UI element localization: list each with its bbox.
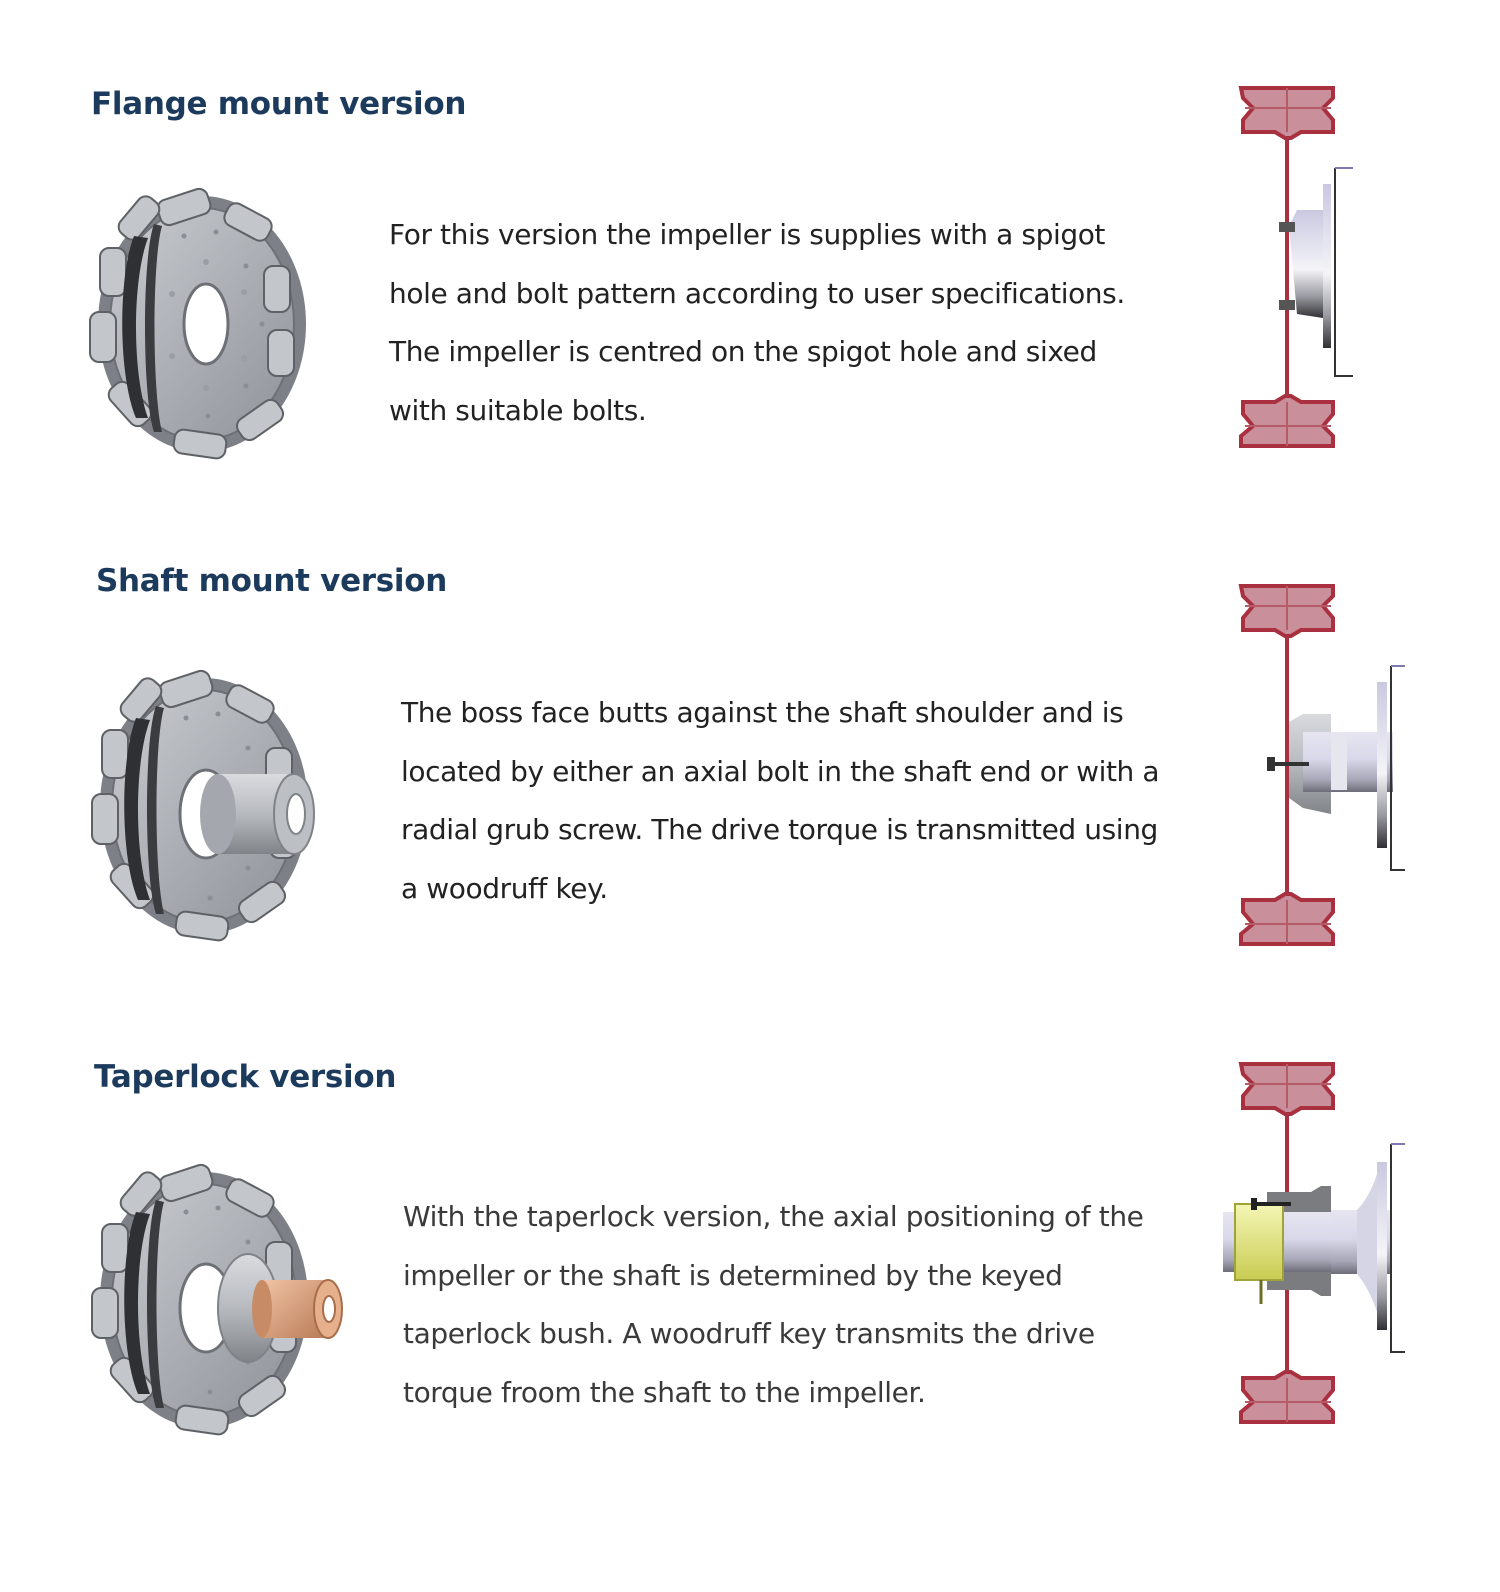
section-title-shaft-mount: Shaft mount version (96, 563, 448, 599)
taperlock-cross-section-icon (1223, 1062, 1405, 1424)
shaft-mount-description: The boss face butts against the shaft sh… (401, 696, 1160, 905)
flange-mount-description: For this version the impeller is supplie… (389, 218, 1125, 427)
shaft-impeller-3d-icon (91, 667, 315, 943)
shaft-mount-cross-section-icon (1239, 584, 1405, 946)
section-title-taperlock: Taperlock version (94, 1059, 397, 1095)
taperlock-description: With the taperlock version, the axial po… (403, 1200, 1144, 1409)
taperlock-impeller-3d-icon (91, 1161, 343, 1437)
flange-impeller-3d-icon (89, 185, 307, 461)
section-title-flange-mount: Flange mount version (91, 86, 467, 122)
flange-mount-cross-section-icon (1239, 86, 1353, 448)
